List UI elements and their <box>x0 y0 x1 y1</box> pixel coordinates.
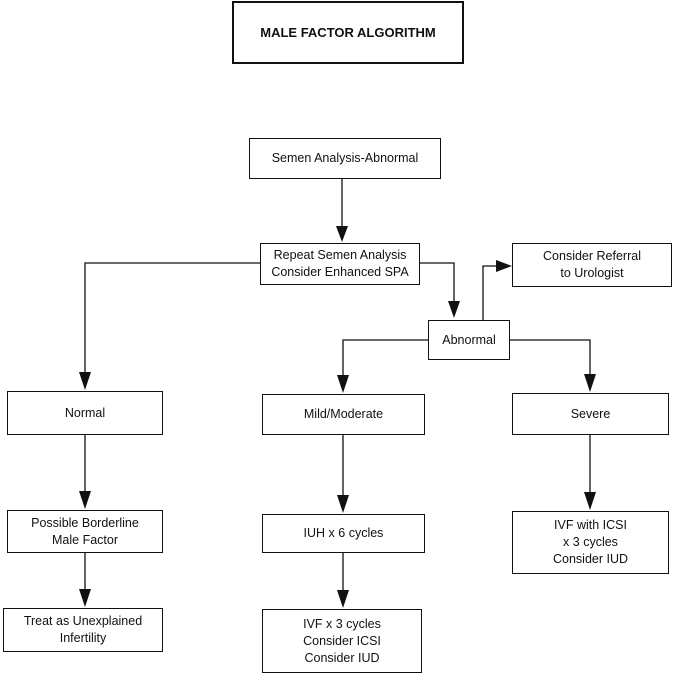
node-mild-moderate: Mild/Moderate <box>262 394 425 435</box>
arrowhead <box>79 589 91 607</box>
node-text-line: IUH x 6 cycles <box>303 526 384 540</box>
node-severe: Severe <box>512 393 669 435</box>
node-text-line: Possible Borderline <box>31 515 139 530</box>
node-text-line: IVF with ICSI <box>554 518 627 532</box>
edge-abnormal-to-referral <box>482 265 496 320</box>
node-repeat-semen-analysis: Repeat Semen Analysis Consider Enhanced … <box>260 243 420 285</box>
node-consider-referral: Consider Referral to Urologist <box>512 243 672 287</box>
node-text-line: to Urologist <box>560 266 624 280</box>
node-text-line: Consider IUD <box>552 552 629 566</box>
arrowhead <box>337 375 349 393</box>
node-text-line: Abnormal <box>442 332 496 347</box>
node-possible-borderline: Possible Borderline Male Factor <box>7 510 163 553</box>
node-text-line: Treat as Unexplained <box>23 614 143 628</box>
node-normal: Normal <box>7 391 163 435</box>
node-text-line: Infertility <box>59 631 107 645</box>
edge-repeat-to-normal <box>84 262 260 372</box>
arrowhead <box>448 301 460 318</box>
arrowhead <box>79 491 91 509</box>
arrowhead <box>336 226 348 242</box>
arrowhead <box>79 372 91 390</box>
node-iuh-6-cycles: IUH x 6 cycles <box>262 514 425 553</box>
node-text-line: Male Factor <box>52 532 118 547</box>
node-text-line: Consider IUD <box>304 650 380 665</box>
node-text-line: Mild/Moderate <box>303 407 384 421</box>
node-text-line: Consider ICSI <box>303 633 381 648</box>
node-text-line: Repeat Semen Analysis <box>273 248 407 262</box>
node-semen-analysis-abnormal: Semen Analysis-Abnormal <box>249 138 441 179</box>
node-treat-as-unexplained: Treat as Unexplained Infertility <box>3 608 163 652</box>
arrowhead <box>337 495 349 513</box>
node-text-line: Normal <box>64 405 106 420</box>
edge-abnormal-to-mild <box>342 339 428 375</box>
arrowhead <box>337 590 349 608</box>
arrowhead <box>496 260 512 272</box>
node-abnormal: Abnormal <box>428 320 510 360</box>
node-text-line: Consider Enhanced SPA <box>271 265 409 279</box>
node-text-line: Semen Analysis-Abnormal <box>271 151 419 165</box>
edge-repeat-to-abnormal <box>420 262 455 301</box>
arrowhead <box>584 492 596 510</box>
node-text-line: Severe <box>570 406 611 421</box>
node-ivf-3-cycles: IVF x 3 cycles Consider ICSI Consider IU… <box>262 609 422 673</box>
diagram-title-text: MALE FACTOR ALGORITHM <box>260 25 436 40</box>
node-text-line: IVF x 3 cycles <box>303 616 381 631</box>
node-text-line: x 3 cycles <box>563 535 618 549</box>
diagram-title: MALE FACTOR ALGORITHM <box>232 1 464 64</box>
node-text-line: Consider Referral <box>543 249 641 263</box>
node-ivf-with-icsi: IVF with ICSI x 3 cycles Consider IUD <box>512 511 669 574</box>
edge-abnormal-to-severe <box>510 339 591 374</box>
arrowhead <box>584 374 596 392</box>
